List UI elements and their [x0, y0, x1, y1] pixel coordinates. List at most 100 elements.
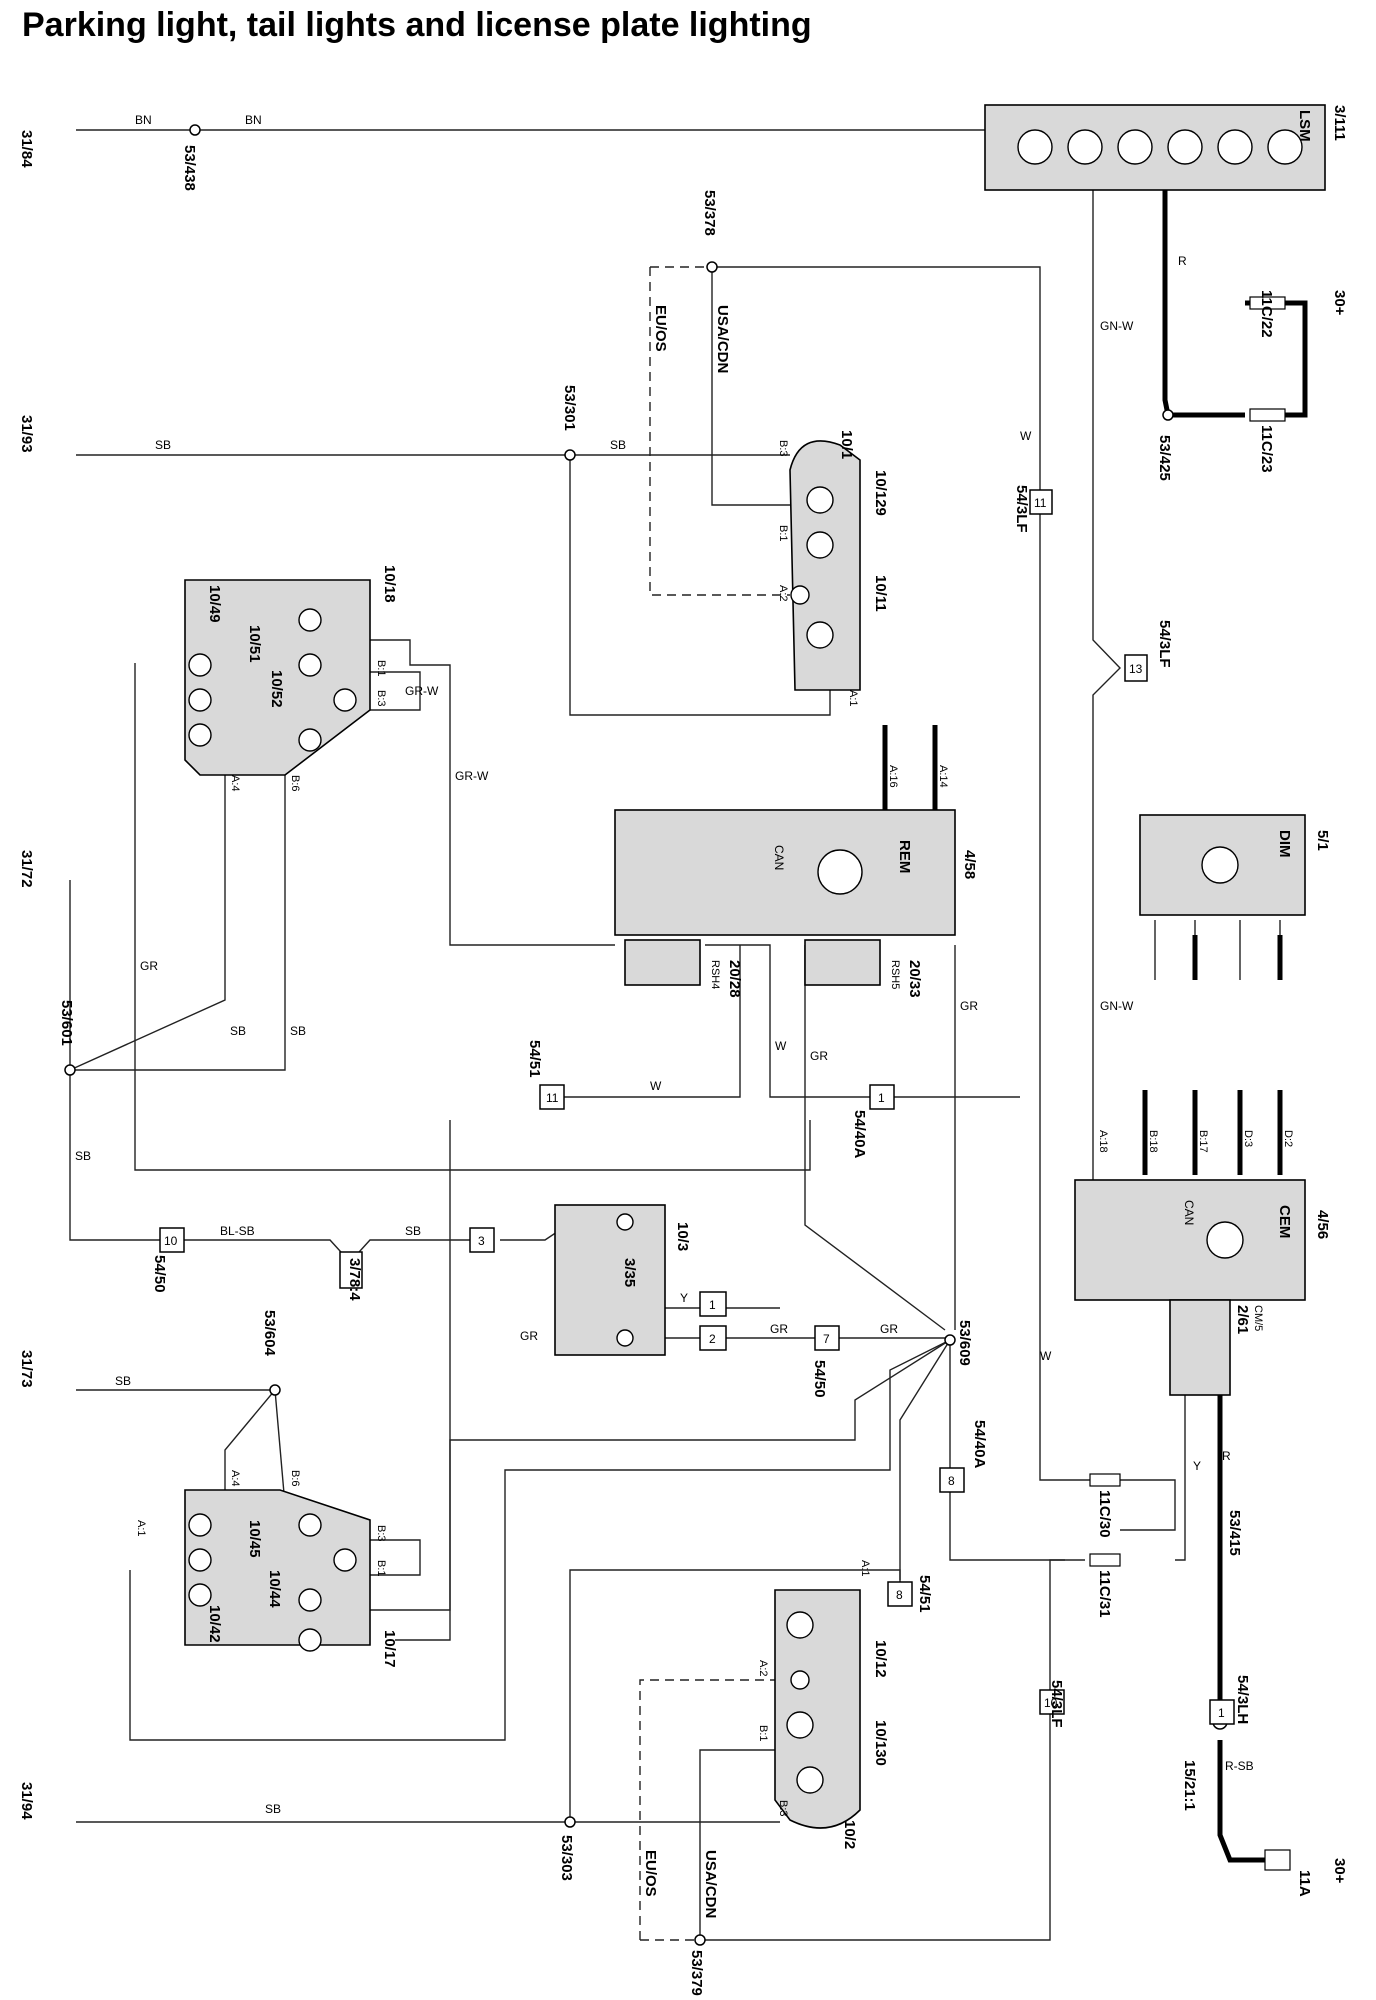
- wire-w-rsh4: [705, 944, 1020, 1098]
- cem-id: 4/56: [1314, 1210, 1331, 1239]
- splice-53-379: 53/379: [688, 1950, 705, 1996]
- variant-eu-bottom: EU/OS: [642, 1850, 659, 1897]
- fuse-11c-30: 11C/30: [1096, 1490, 1113, 1538]
- pin-rl-a4: A:4: [229, 775, 241, 792]
- fuse-11a: 11A: [1296, 1870, 1313, 1897]
- wire-label-gr-6: GR: [520, 1329, 538, 1343]
- wire-label-grw-2: GR-W: [405, 684, 439, 698]
- supply-30-top: 30+: [1331, 290, 1348, 316]
- lamp-rear-right: [184, 1489, 371, 1652]
- cem-name: CEM: [1276, 1205, 1293, 1238]
- pin-fr-a1: A:1: [859, 1560, 871, 1577]
- conn-num-8-b: 8: [896, 1588, 903, 1602]
- wire-grw: [370, 639, 615, 946]
- wire-blsb: [175, 1239, 470, 1264]
- pin-fr-b1: B:1: [757, 1725, 769, 1742]
- wire-label-gr-4: GR: [770, 1322, 788, 1336]
- pin-cem-d2: D:2: [1282, 1130, 1294, 1147]
- pin-cem-d3: D:3: [1242, 1130, 1254, 1147]
- conn-num-11-b: 11: [546, 1091, 559, 1105]
- wire-sb-switch: [500, 1229, 561, 1241]
- fuse-11c-31: 11C/31: [1096, 1570, 1113, 1618]
- wire-label-y-2: Y: [1193, 1459, 1201, 1473]
- wire-label-y-1: Y: [680, 1291, 688, 1305]
- pin-cem-a18: A:18: [1097, 1130, 1109, 1153]
- wire-label-blsb: BL-SB: [220, 1224, 255, 1238]
- lamp-10-49: 10/49: [206, 585, 223, 623]
- wire-w-usa: [711, 267, 790, 506]
- supply-30-bottom: 30+: [1331, 1858, 1348, 1884]
- conn-54-51-b: 54/51: [916, 1575, 933, 1613]
- conn-15-21-1: 15/21:1: [1181, 1760, 1198, 1811]
- wire-sb-604-b: [274, 1389, 286, 1506]
- wire-gr-rr-b: [370, 1120, 451, 1611]
- ground-31-72: 31/72: [18, 850, 35, 888]
- conn-num-2: 2: [709, 1332, 716, 1346]
- wire-label-sb-1: SB: [155, 438, 171, 452]
- wire-cem-thick: [1142, 1090, 1283, 1175]
- lamp-10-1: 10/1: [838, 430, 855, 459]
- splice-53-438: 53/438: [181, 145, 198, 191]
- conn-num-1-b: 1: [709, 1298, 716, 1312]
- pin-rr-b6: B:6: [289, 1470, 301, 1487]
- lamp-10-52: 10/52: [268, 670, 285, 708]
- conn-num-10-b: 10: [1044, 1696, 1058, 1710]
- lamp-front-left: [789, 440, 861, 691]
- module-lsm: LSM 3/111: [984, 104, 1348, 191]
- wire-gnw: [1085, 190, 1121, 1201]
- wire-label-bn-1: BN: [135, 113, 152, 127]
- lsm-id: 3/111: [1331, 105, 1348, 141]
- rem-name: REM: [896, 840, 913, 873]
- pin-rl-b3: B:3: [375, 690, 387, 707]
- wire-label-rsb: R-SB: [1225, 1759, 1254, 1773]
- wire-sb-601-a: [69, 773, 226, 1071]
- wire-y-cem: [1175, 1395, 1186, 1561]
- conn-num-1-c: 1: [1218, 1706, 1225, 1720]
- relay-rsh4: RSH4: [709, 960, 721, 989]
- splice-53-303: 53/303: [558, 1835, 575, 1881]
- wire-gr-eu: [639, 1679, 775, 1940]
- splice-53-301: 53/301: [561, 385, 578, 431]
- dim-name: DIM: [1276, 830, 1293, 858]
- conn-num-7: 7: [823, 1332, 830, 1346]
- wire-gr-rsh5: [804, 945, 946, 1331]
- pin-rr-b1: B:1: [375, 1560, 387, 1577]
- conn-num-13: 13: [1129, 662, 1143, 676]
- relays: [624, 939, 1231, 1396]
- wire-grw-rl: [370, 671, 421, 711]
- wires: [69, 129, 1308, 1941]
- wire-gr-left: [134, 663, 811, 1171]
- wire-sb-604-a: [224, 1389, 276, 1505]
- wire-r-11a: [1217, 1740, 1280, 1863]
- wire-label-gnw-1: GN-W: [1100, 319, 1134, 333]
- pin-fl-a1: A:1: [847, 690, 859, 707]
- relay-20-28: 20/28: [726, 960, 743, 998]
- lamp-10-130: 10/130: [872, 1720, 889, 1766]
- wire-sb-301-down: [569, 455, 831, 716]
- splice-53-604: 53/604: [261, 1310, 278, 1357]
- variant-usa-top: USA/CDN: [714, 305, 731, 373]
- wire-label-gr-3: GR: [960, 999, 978, 1013]
- wire-dim-thick: [1192, 935, 1283, 980]
- wire-label-sb-7: SB: [265, 1802, 281, 1816]
- wire-label-gr-2: GR: [810, 1049, 828, 1063]
- splice-53-425: 53/425: [1156, 435, 1173, 481]
- pin-rl-b1: B:1: [375, 660, 387, 677]
- lamp-rear-left: [184, 579, 371, 776]
- splice-53-415: 53/415: [1226, 1510, 1243, 1556]
- conn-54-3lh: 54/3LH: [1234, 1675, 1251, 1724]
- wire-r-lsm: [1162, 190, 1171, 416]
- conn-num-8-a: 8: [948, 1474, 955, 1488]
- wire-label-sb-8: SB: [405, 1224, 421, 1238]
- wire-label-sb-4: SB: [290, 1024, 306, 1038]
- pin-rem-a14: A:14: [937, 765, 949, 788]
- wire-label-sb-2: SB: [610, 438, 626, 452]
- rem-id: 4/58: [961, 850, 978, 879]
- variant-eu-top: EU/OS: [652, 305, 669, 352]
- pin-fr-a2: A:2: [757, 1660, 769, 1677]
- splice-53-601: 53/601: [58, 1000, 75, 1046]
- switch-10-3-id: 10/3: [674, 1222, 691, 1251]
- conn-num-11-a: 11: [1034, 496, 1047, 510]
- switch-10-3: [554, 1204, 666, 1356]
- conn-54-40a-b: 54/40A: [971, 1420, 988, 1469]
